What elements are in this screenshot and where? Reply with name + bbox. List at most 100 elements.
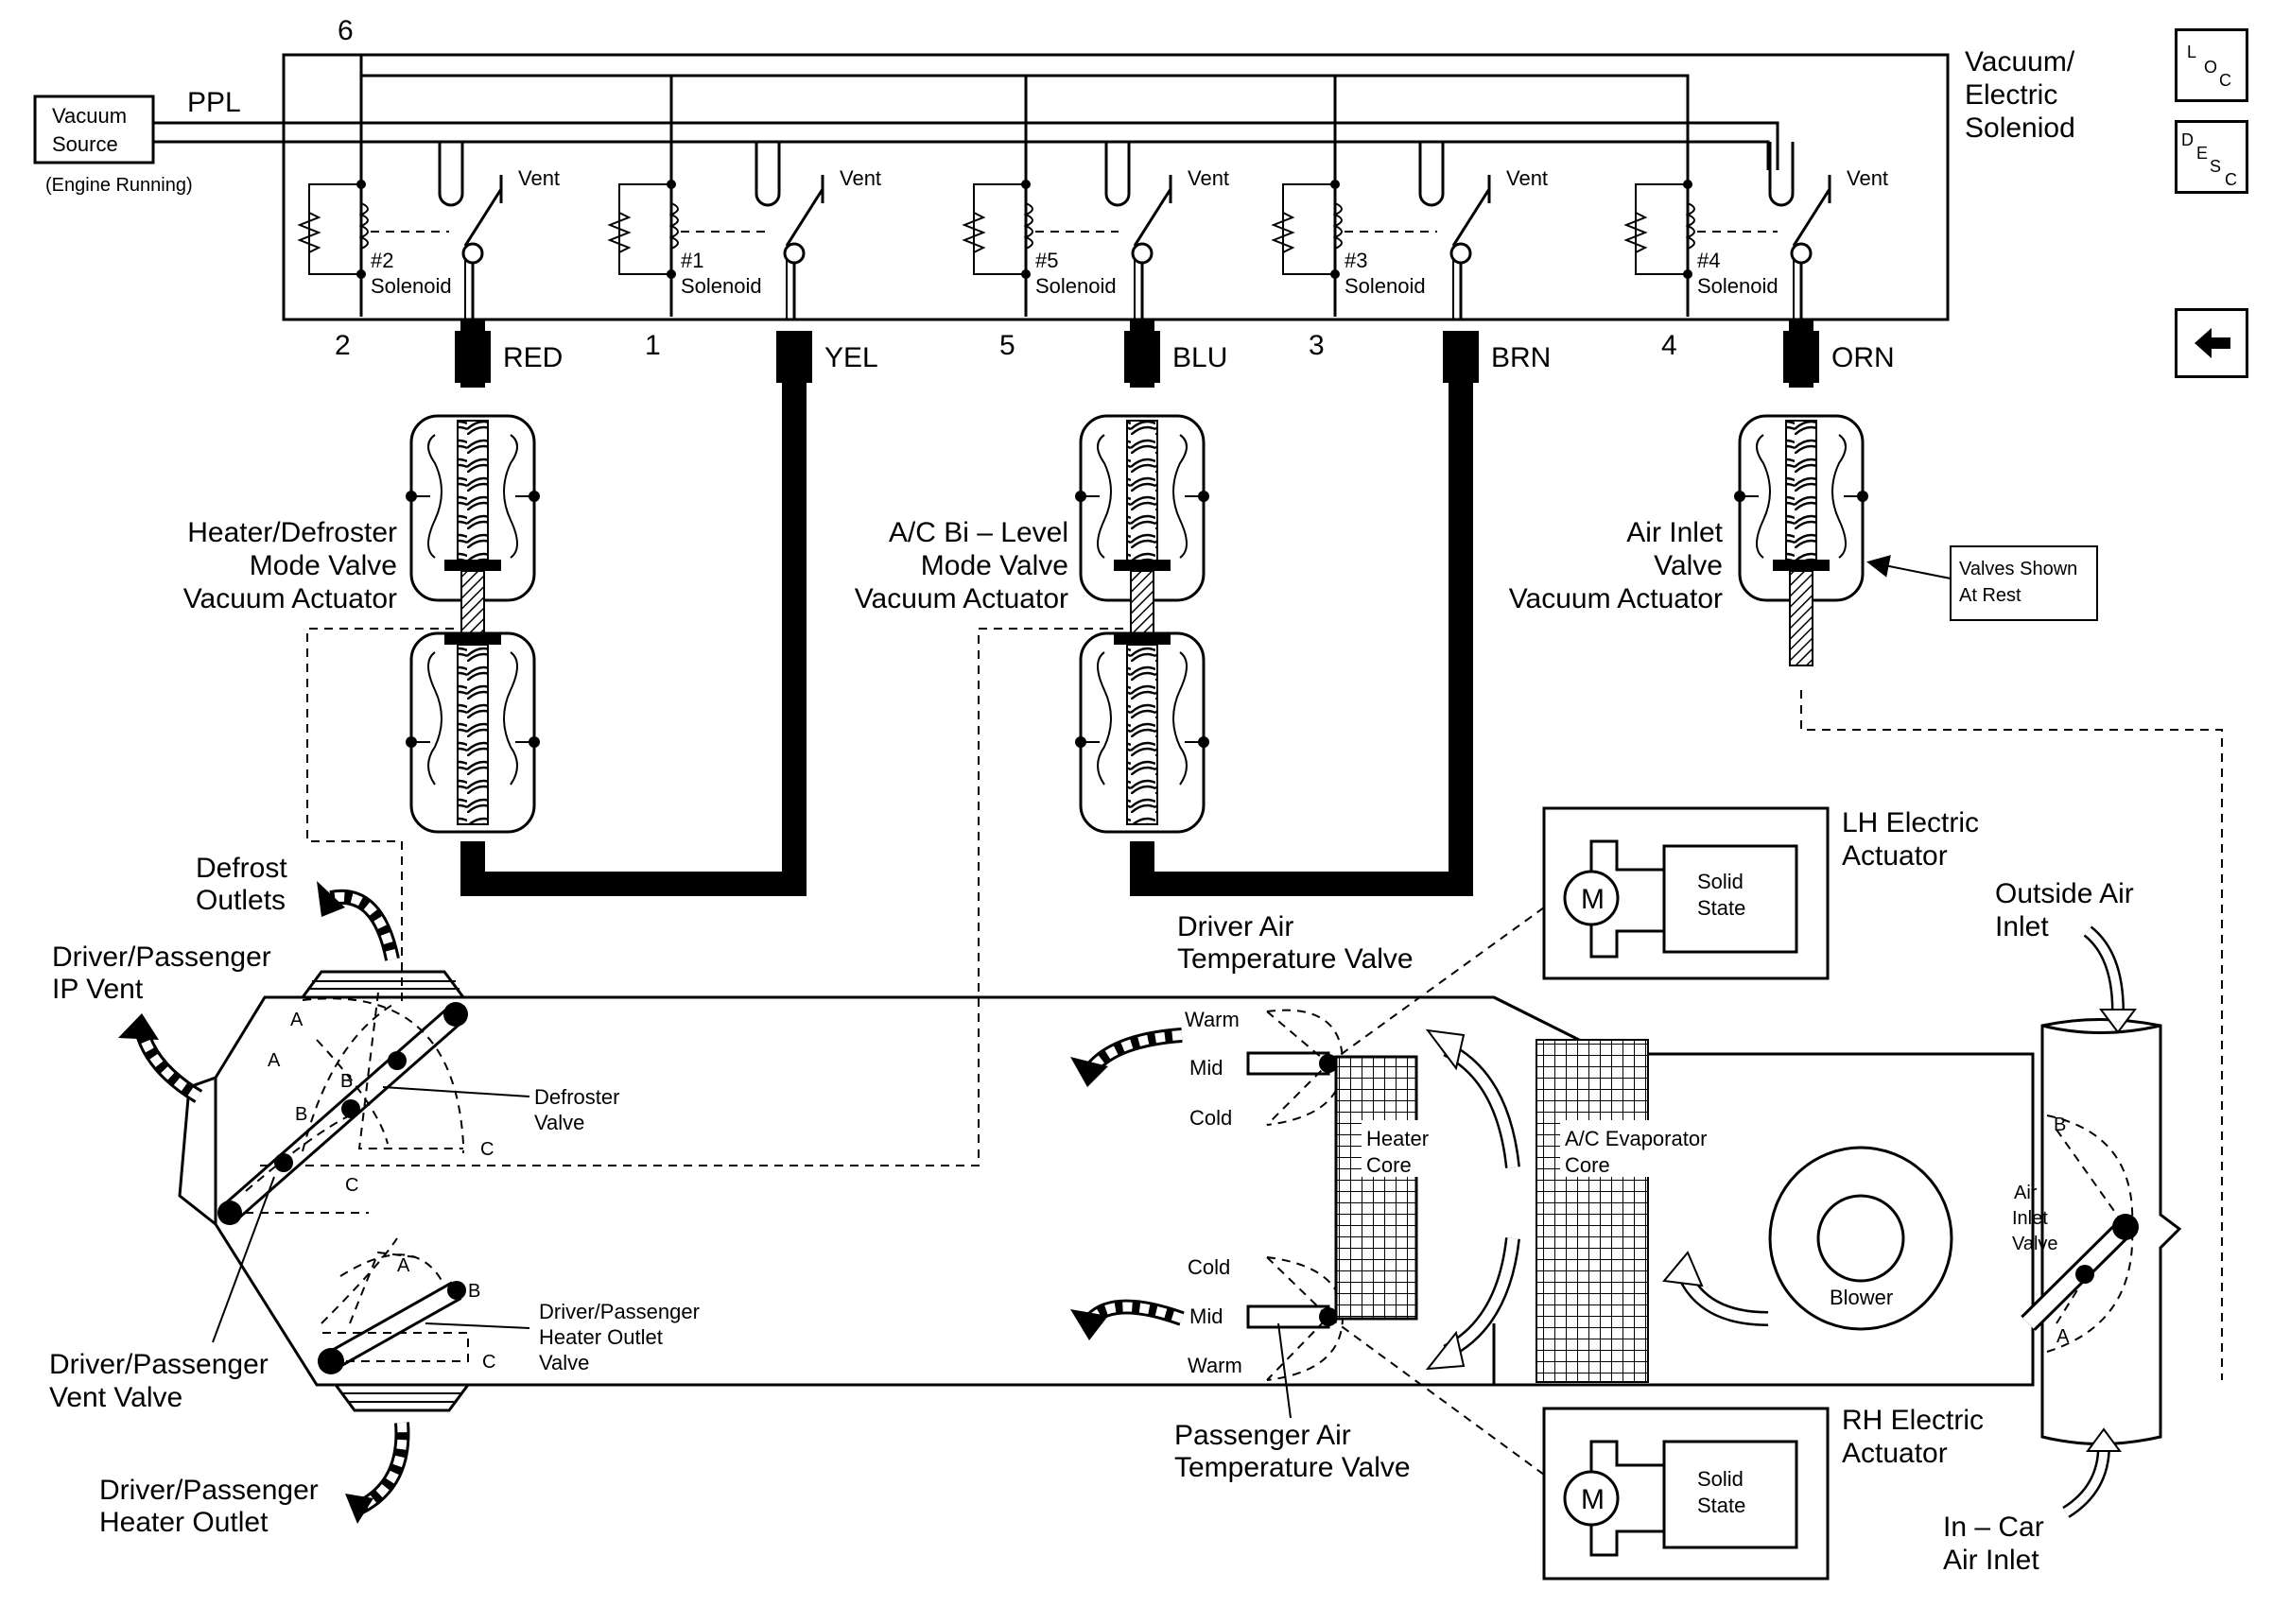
vent-label-1: Vent <box>840 166 881 190</box>
valves-at-rest-note: Valves Shown At Rest <box>1866 545 2098 621</box>
passenger-temp-valve <box>1246 1256 1345 1381</box>
ac-bilevel-label-2: Mode Valve <box>921 550 1068 581</box>
outside-air-inlet-label-1: Outside Air <box>1995 878 2134 909</box>
ac-bilevel-vacuum-actuator <box>1075 414 1209 834</box>
hose-red-yel <box>460 320 807 896</box>
passenger-temp-valve-label-1: Passenger Air <box>1174 1420 1351 1451</box>
vacuum-line-upper <box>153 121 1779 170</box>
rh-motor-label: M <box>1581 1484 1605 1515</box>
driver-mid-label: Mid <box>1189 1056 1223 1080</box>
terminal-3: 3 <box>1309 330 1325 361</box>
ac-bilevel-label-3: Vacuum Actuator <box>855 583 1068 614</box>
rh-solid-state-label-2: State <box>1697 1494 1745 1517</box>
solenoid-number-2: #2 <box>371 249 393 272</box>
position-letter-7: B <box>468 1281 480 1302</box>
rh-electric-actuator: M Solid State RH Electric Actuator <box>1327 1316 1984 1581</box>
solenoid-box-title-1: Vacuum/ <box>1965 46 2075 78</box>
air-inlet-valve-label-1: Air <box>2014 1183 2038 1203</box>
hose-label-brn: BRN <box>1491 342 1551 373</box>
in-car-air-inlet-label-1: In – Car <box>1943 1512 2044 1543</box>
vent-label-2: Vent <box>518 166 560 190</box>
ip-vent-label-2: IP Vent <box>52 974 144 1005</box>
position-letter-3: B <box>295 1104 307 1125</box>
airflow-arrows <box>1425 1028 1769 1371</box>
defrost-outlets-label-2: Outlets <box>196 885 286 916</box>
solenoid-number-5: #5 <box>1035 249 1058 272</box>
evaporator-label-1: A/C Evaporator <box>1565 1127 1707 1150</box>
loc-letter-l: L <box>2187 43 2196 61</box>
vacuum-source-label-2: Source <box>52 132 118 156</box>
lh-motor-label: M <box>1581 884 1605 915</box>
passenger-warm-label: Warm <box>1188 1354 1242 1377</box>
vacuum-hoses <box>460 320 1813 896</box>
passenger-mid-label: Mid <box>1189 1304 1223 1328</box>
vent-valve-label-2: Vent Valve <box>49 1382 182 1413</box>
position-letter-6: A <box>397 1255 410 1276</box>
desc-button[interactable]: D E S C <box>2175 120 2248 194</box>
air-inlet-actuator-label-1: Air Inlet <box>1626 517 1723 548</box>
solenoid-word-2: Solenoid <box>371 274 452 298</box>
heater-outlet-label-2: Heater Outlet <box>99 1507 269 1538</box>
blower-label: Blower <box>1830 1286 1893 1309</box>
air-inlet-valve-label-2: Inlet <box>2012 1208 2048 1229</box>
driver-temp-valve-label-1: Driver Air <box>1177 911 1293 942</box>
desc-letter-s: S <box>2210 157 2221 176</box>
vacuum-source: Vacuum Source (Engine Running) <box>33 95 193 196</box>
hose-label-red: RED <box>503 342 563 373</box>
loc-letter-o: O <box>2204 58 2217 77</box>
position-letter-5: C <box>345 1175 358 1196</box>
position-letter-4: C <box>480 1139 494 1160</box>
valves-note-line-2: At Rest <box>1959 585 2021 606</box>
heater-outlet-label-1: Driver/Passenger <box>99 1475 319 1506</box>
heater-outlet <box>333 1383 471 1412</box>
outlet-flow-arrows <box>118 881 410 1524</box>
vacuum-source-label-1: Vacuum <box>52 104 127 128</box>
lh-actuator-label-2: Actuator <box>1842 840 1948 872</box>
heater-defroster-label-2: Mode Valve <box>250 550 397 581</box>
vent-label-4: Vent <box>1847 166 1888 190</box>
position-letter-8: C <box>482 1352 495 1373</box>
ip-vent-label-1: Driver/Passenger <box>52 942 271 973</box>
terminal-1: 1 <box>645 330 661 361</box>
heater-core: Heater Core <box>1334 1055 1429 1321</box>
passenger-cold-label: Cold <box>1188 1255 1230 1279</box>
air-inlet-actuator-label-3: Vacuum Actuator <box>1509 583 1723 614</box>
temp-flow-arrows <box>1070 1028 1185 1340</box>
lh-solid-state-label-1: Solid <box>1697 870 1744 893</box>
heater-defroster-label-3: Vacuum Actuator <box>183 583 397 614</box>
back-button[interactable] <box>2175 308 2248 378</box>
hose-label-blu: BLU <box>1172 342 1227 373</box>
inlet-flow-arrows <box>2062 925 2137 1518</box>
solenoid-number-3: #3 <box>1345 249 1367 272</box>
heater-defroster-label-1: Heater/Defroster <box>187 517 397 548</box>
valves-note-line-1: Valves Shown <box>1959 559 2077 579</box>
position-letter-9: B <box>2054 1114 2066 1135</box>
blower: Blower <box>1768 1146 1953 1331</box>
solenoid-number-4: #4 <box>1697 249 1720 272</box>
rh-actuator-label-1: RH Electric <box>1842 1405 1984 1436</box>
defroster-valve-label-1: Defroster <box>534 1085 619 1109</box>
air-inlet-valve: Air Inlet Valve <box>2012 1114 2139 1353</box>
driver-cold-label: Cold <box>1189 1106 1232 1130</box>
passenger-temp-valve-label-2: Temperature Valve <box>1174 1452 1411 1483</box>
desc-letter-c: C <box>2225 170 2237 189</box>
terminal-5: 5 <box>999 330 1015 361</box>
loc-letter-c: C <box>2219 71 2231 90</box>
rh-actuator-label-2: Actuator <box>1842 1438 1948 1469</box>
heater-outlet-valve-label-2: Heater Outlet <box>539 1325 663 1349</box>
defrost-outlets-label-1: Defrost <box>196 853 287 884</box>
heater-outlet-valve-label-1: Driver/Passenger <box>539 1300 700 1323</box>
in-car-air-inlet-label-2: Air Inlet <box>1943 1545 2039 1576</box>
defroster-valve-pivot <box>443 1002 468 1027</box>
position-letter-1: A <box>268 1050 281 1071</box>
solenoid-word-3: Solenoid <box>1345 274 1426 298</box>
air-inlet-valve-label-3: Valve <box>2012 1234 2058 1254</box>
solenoid-number-1: #1 <box>681 249 703 272</box>
heater-defroster-vacuum-actuator <box>406 414 540 834</box>
air-inlet-duct <box>2040 1018 2182 1445</box>
terminal-4: 4 <box>1661 330 1677 361</box>
terminal-6: 6 <box>338 15 354 46</box>
loc-button[interactable]: L O C <box>2175 28 2248 102</box>
